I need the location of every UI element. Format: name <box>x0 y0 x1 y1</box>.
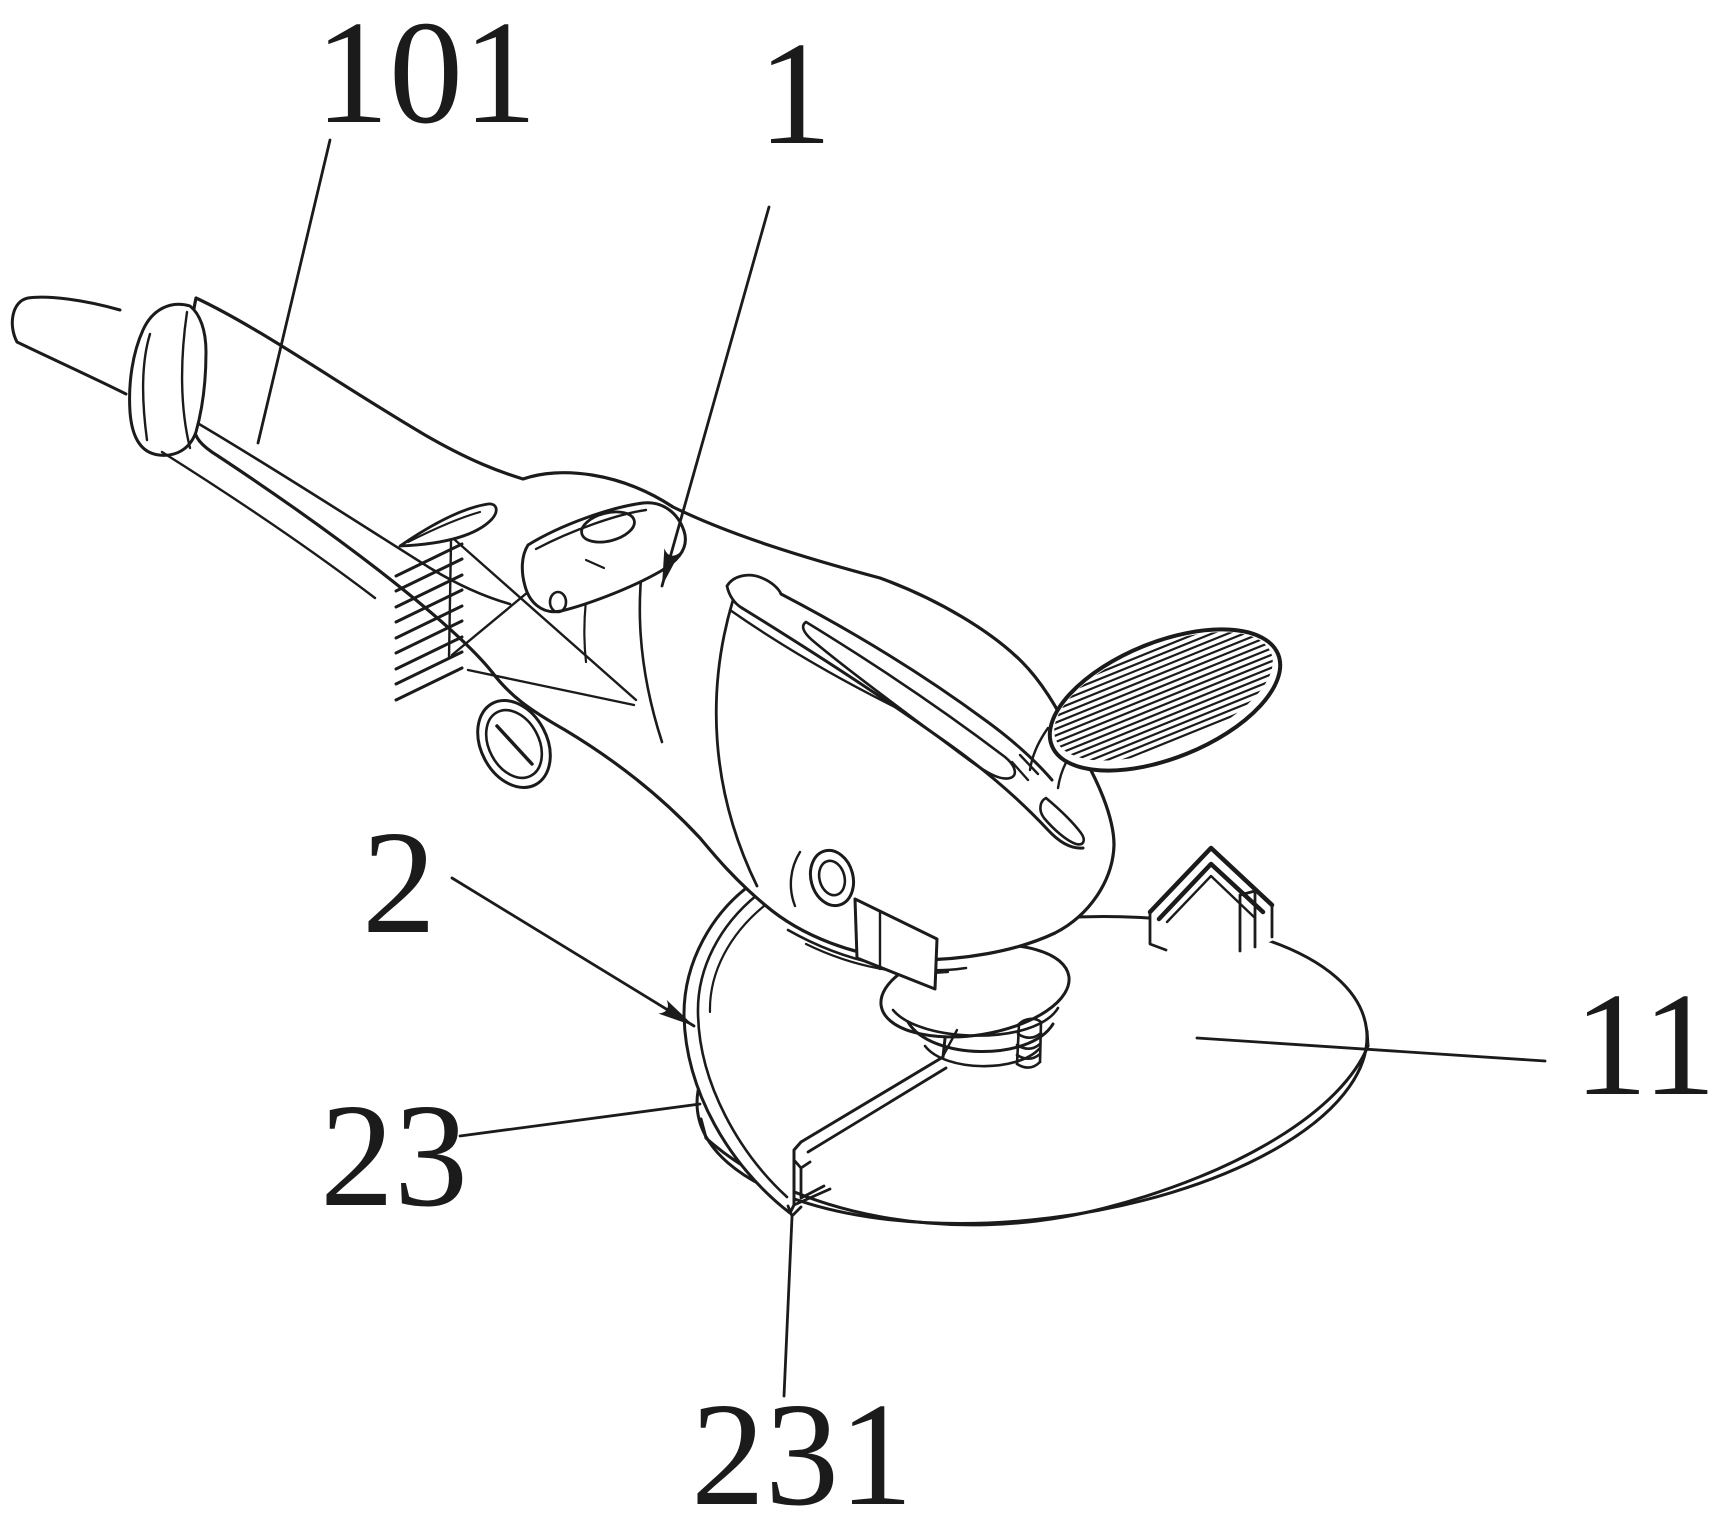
side-handle-knob <box>1028 605 1291 790</box>
bracket-slot <box>1238 889 1257 953</box>
handle-lower-line <box>160 450 377 600</box>
plate-outline <box>520 501 687 614</box>
leader-101 <box>256 138 332 445</box>
guard-rim-inner-1 <box>696 893 789 1199</box>
guard-opening-edge <box>806 1066 948 1154</box>
ridge-upper-edge <box>779 592 1054 782</box>
label-23: 23 <box>320 1074 468 1238</box>
plate-lip-line <box>534 508 648 551</box>
boot-seam <box>180 310 192 450</box>
leader-23 <box>458 1102 702 1138</box>
leader-lines <box>256 138 1547 1398</box>
guard-mount-tab <box>853 897 959 1058</box>
bracket-end-edges <box>1148 903 1274 952</box>
bracket-fill <box>1150 846 1274 953</box>
head-ridge <box>725 573 1086 850</box>
leader-11 <box>1195 1036 1547 1063</box>
ridge-slot-long <box>801 620 1017 780</box>
body-silhouette <box>187 296 1116 962</box>
handle-mid-seam <box>197 422 512 606</box>
threaded-spindle <box>1015 1017 1043 1069</box>
tab-outline <box>853 897 939 991</box>
label-2: 2 <box>362 801 436 965</box>
label-101: 101 <box>315 0 537 155</box>
power-cord <box>10 295 128 396</box>
bracket-outer-ridge <box>1147 845 1275 915</box>
disc-edge-join-right <box>1365 1029 1370 1048</box>
housing-screw-hole <box>548 590 568 614</box>
lock-nut-arc-2 <box>923 1044 1042 1068</box>
guard-flange-231 <box>786 1158 832 1218</box>
leader-231 <box>782 1215 794 1398</box>
gearcase-seam <box>714 598 759 888</box>
knob-body <box>1047 627 1283 773</box>
plate-corner-step <box>584 558 606 570</box>
grinder-body <box>10 295 1116 975</box>
ridge-bridge-ticks <box>1010 753 1040 782</box>
head-face-contour <box>728 608 907 714</box>
plate-oval-hole <box>580 510 636 544</box>
tab-to-nut-line <box>941 1028 959 1058</box>
switch-plate <box>520 501 687 614</box>
label-231: 231 <box>691 1373 913 1522</box>
leader-1 <box>660 205 771 588</box>
guard-rim-inner-2 <box>708 904 766 1014</box>
boot-lip-line <box>141 332 152 442</box>
ridge-cap <box>725 573 783 610</box>
ridge-slot-short <box>1039 796 1086 846</box>
screw-slot <box>495 724 534 766</box>
guard-bracket-right <box>1147 845 1275 953</box>
head-ring-hole <box>808 848 856 908</box>
disc-edge-join-left <box>699 1117 708 1140</box>
cord-boot <box>128 302 208 457</box>
flange-inner-arc <box>891 1006 1060 1037</box>
spear-inner-line <box>406 510 482 544</box>
label-1: 1 <box>758 12 832 176</box>
leader-2 <box>450 876 696 1028</box>
label-11: 11 <box>1574 963 1714 1127</box>
reference-labels: 101 1 2 23 231 11 <box>315 0 1714 1522</box>
bracket-inner-ridge <box>1156 861 1266 922</box>
head-fold-crescent <box>789 850 802 908</box>
